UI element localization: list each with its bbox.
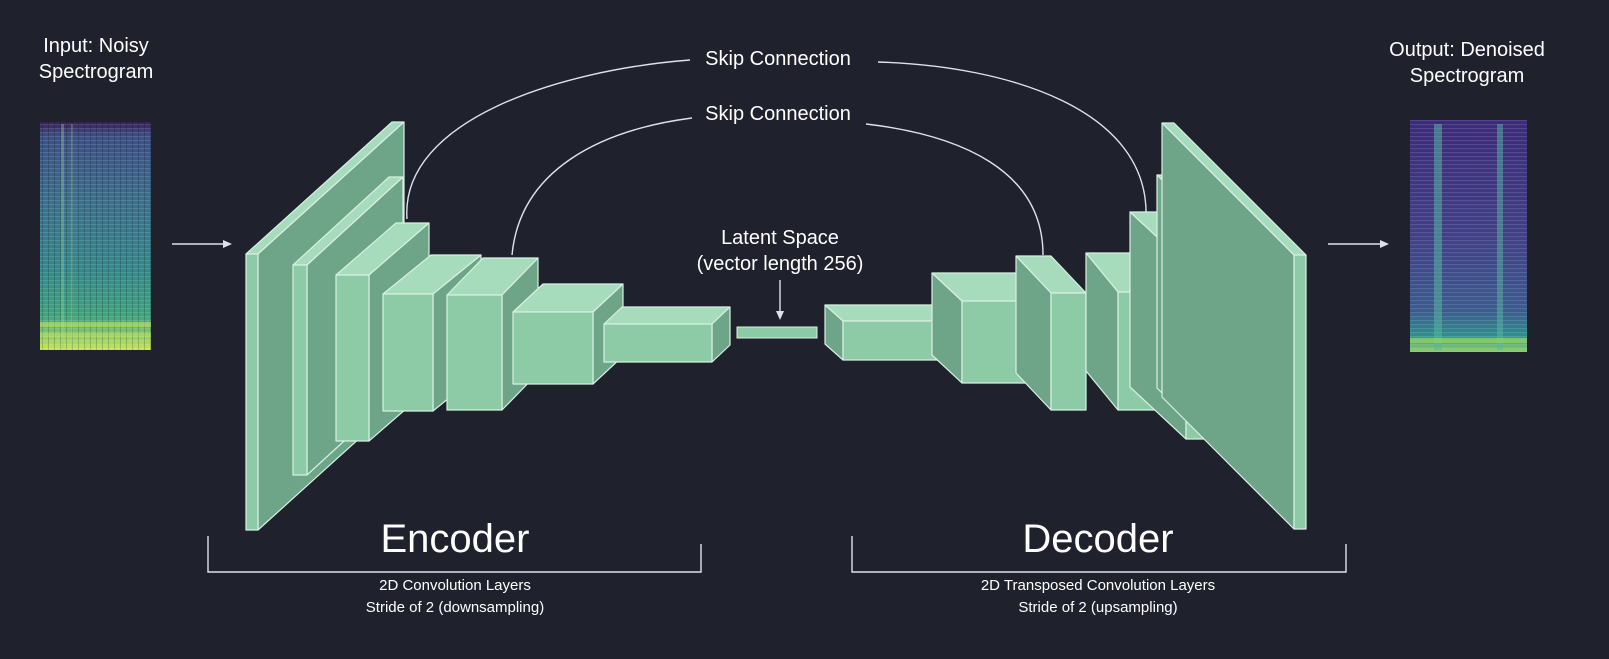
skip-connection-inner-label: Skip Connection	[705, 103, 851, 125]
encoder-desc-line1: 2D Convolution Layers	[379, 577, 531, 594]
decoder-desc-line2: Stride of 2 (upsampling)	[1018, 599, 1177, 616]
decoder-layer-block	[1015, 255, 1087, 411]
encoder-layer-block	[603, 306, 731, 363]
output-arrow	[1328, 240, 1389, 248]
encoder-bracket	[207, 536, 702, 573]
decoder-layer-block	[824, 304, 951, 361]
decoder-layers	[824, 122, 1307, 530]
latent-label-line2: (vector length 256)	[697, 253, 864, 275]
encoder-desc-line2: Stride of 2 (downsampling)	[366, 599, 544, 616]
output-label-line2: Spectrogram	[1410, 65, 1525, 87]
decoder-bracket	[851, 536, 1347, 573]
latent-label-line1: Latent Space	[721, 227, 839, 249]
input-arrow	[172, 240, 232, 248]
latent-vector	[736, 326, 818, 339]
input-spectrogram	[40, 122, 151, 350]
decoder-title: Decoder	[1022, 517, 1173, 561]
decoder-desc-line1: 2D Transposed Convolution Layers	[981, 577, 1215, 594]
output-spectrogram	[1410, 120, 1527, 352]
skip-connection-outer-arc	[406, 59, 1147, 220]
decoder-layer-block	[1161, 122, 1307, 530]
encoder-title: Encoder	[381, 517, 530, 561]
encoder-layers	[245, 121, 731, 531]
input-label-line2: Spectrogram	[39, 61, 154, 83]
skip-connection-outer-label: Skip Connection	[705, 48, 851, 70]
skip-connection-inner-arc	[511, 117, 1044, 256]
input-label-line1: Input: Noisy	[43, 35, 149, 57]
output-label-line1: Output: Denoised	[1389, 39, 1545, 61]
latent-arrow	[776, 280, 784, 320]
